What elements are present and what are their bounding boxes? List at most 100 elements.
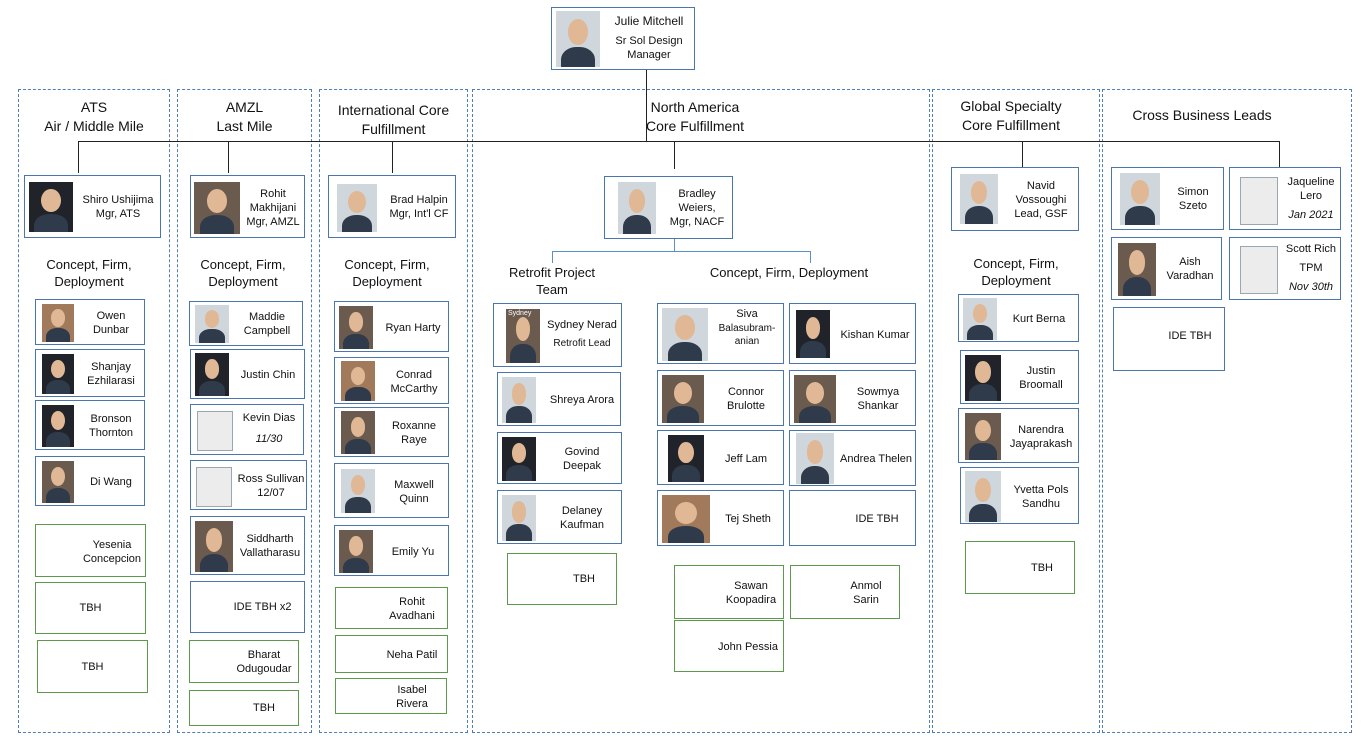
- person-photo: [194, 182, 240, 234]
- person-name: IDE TBH x2: [233, 601, 292, 613]
- connector-line: [810, 251, 811, 263]
- connector-line: [78, 141, 79, 173]
- person-name: Balasubram- anian: [718, 323, 776, 347]
- person-photo: [341, 361, 375, 401]
- person-date: 11/30: [255, 433, 283, 445]
- top-manager-card: Julie Mitchell Sr Sol Design Manager: [551, 7, 695, 70]
- opening-card: TBH: [35, 582, 146, 634]
- person-name: TBH: [253, 702, 275, 714]
- person-card: Govind Deepak: [497, 432, 622, 484]
- section-title: Concept, Firm, Deployment: [344, 257, 430, 289]
- person-photo: [339, 530, 373, 573]
- person-name: Navid Vossoughi Lead, GSF: [1014, 180, 1068, 220]
- manager-card: Brad Halpin Mgr, Int'l CF: [328, 175, 456, 238]
- person-card: Ryan Harty: [334, 301, 449, 352]
- opening-card: Sawan Koopadira: [674, 565, 784, 619]
- person-card: Yvetta Pols Sandhu: [960, 467, 1079, 524]
- person-card: Di Wang: [35, 456, 145, 506]
- connector-line: [1279, 141, 1280, 167]
- person-card: Sydney Sydney Nerad Retrofit Lead: [493, 303, 622, 367]
- opening-card: Jaqueline Lero Jan 2021: [1229, 167, 1341, 230]
- person-card: Tej Sheth: [657, 490, 784, 546]
- person-name: Connor Brulotte: [727, 386, 765, 412]
- column-cross-business: [1102, 89, 1352, 733]
- person-name: Kishan Kumar: [840, 328, 910, 341]
- person-photo: [341, 469, 375, 513]
- column-gsf: [932, 89, 1100, 733]
- person-card: Andrea Thelen: [789, 430, 916, 486]
- person-name: Sydney Nerad: [547, 319, 617, 331]
- person-card: Connor Brulotte: [657, 370, 784, 426]
- person-name: Rohit Makhijani Mgr, AMZL: [246, 188, 300, 228]
- connector-line: [78, 141, 1280, 142]
- person-photo: [29, 182, 73, 232]
- opening-card: IDE TBH: [789, 490, 916, 546]
- person-photo: [42, 304, 74, 342]
- person-photo: [337, 184, 377, 232]
- person-photo: [965, 355, 1001, 401]
- person-role: TPM: [1299, 262, 1323, 274]
- opening-card: Neha Patil: [335, 635, 448, 673]
- person-name: Ryan Harty: [385, 321, 441, 334]
- person-photo: [794, 375, 836, 423]
- person-photo: [502, 377, 536, 423]
- person-name: Maxwell Quinn: [394, 478, 434, 505]
- person-card: Aish Varadhan: [1111, 237, 1222, 300]
- opening-card: Scott Rich TPM Nov 30th: [1229, 237, 1341, 300]
- person-card: Emily Yu: [334, 525, 449, 576]
- column-intl-cf: [319, 89, 468, 733]
- person-name: Simon Szeto: [1177, 186, 1209, 212]
- person-name: Siddharth Vallatharasu: [239, 533, 301, 559]
- person-photo: [1120, 173, 1160, 225]
- person-photo: [1118, 243, 1156, 296]
- person-role: Retrofit Lead: [553, 338, 611, 349]
- person-name: Kevin Dias: [242, 412, 296, 424]
- person-name: Justin Broomall: [1019, 365, 1063, 391]
- person-name: TBH: [1031, 561, 1053, 574]
- person-card: Siva Balasubram- anian: [657, 303, 784, 364]
- person-name: Narendra Jayaprakash: [1009, 423, 1073, 450]
- connector-line: [674, 239, 675, 251]
- person-photo: [963, 298, 997, 340]
- person-card: Bronson Thornton: [35, 400, 145, 450]
- column-title: AMZL Last Mile: [216, 99, 273, 134]
- person-name: Siva: [736, 307, 758, 320]
- photo-caption: Sydney: [508, 310, 532, 317]
- person-photo: [502, 495, 536, 541]
- column-title: International Core Fulfillment: [337, 102, 450, 137]
- opening-card: TBH: [37, 640, 148, 693]
- section-title: Concept, Firm, Deployment: [709, 265, 869, 280]
- manager-card: Shiro Ushijima Mgr, ATS: [24, 175, 161, 238]
- person-name: Aish Varadhan: [1166, 256, 1214, 282]
- person-name: Tej Sheth: [725, 513, 771, 525]
- opening-card: Bharat Odugoudar: [189, 640, 299, 683]
- person-photo: [506, 309, 540, 363]
- person-name: Yvetta Pols Sandhu: [1013, 483, 1069, 510]
- person-name: Owen Dunbar: [92, 310, 130, 336]
- person-photo: [42, 461, 74, 503]
- person-photo: [662, 495, 710, 543]
- person-name: Julie Mitchell: [614, 14, 684, 28]
- person-card: Simon Szeto: [1111, 167, 1224, 230]
- opening-card: Kevin Dias 11/30: [190, 404, 304, 455]
- person-photo: [668, 435, 704, 482]
- person-name: Jeff Lam: [725, 452, 767, 465]
- person-name: Ross Sullivan 12/07: [237, 473, 305, 499]
- opening-card: Isabel Rivera: [335, 678, 447, 714]
- person-name: Sowmya Shankar: [856, 386, 900, 412]
- person-card: Jeff Lam: [657, 430, 784, 485]
- person-card: Roxanne Raye: [334, 407, 449, 457]
- person-name: Justin Chin: [240, 369, 296, 381]
- person-card: Kishan Kumar: [789, 303, 916, 364]
- person-photo: [618, 182, 656, 234]
- person-name: IDE TBH: [1168, 330, 1212, 342]
- person-photo: [662, 308, 708, 361]
- person-name: Rohit Avadhani: [389, 596, 435, 622]
- person-photo: [502, 437, 536, 481]
- person-photo: [960, 174, 998, 224]
- opening-card: Yesenia Concepcion: [35, 524, 146, 577]
- person-name: Shreya Arora: [549, 394, 615, 406]
- section-title: Concept, Firm, Deployment: [973, 256, 1059, 288]
- person-name: Anmol Sarin: [850, 580, 882, 606]
- connector-line: [674, 141, 675, 169]
